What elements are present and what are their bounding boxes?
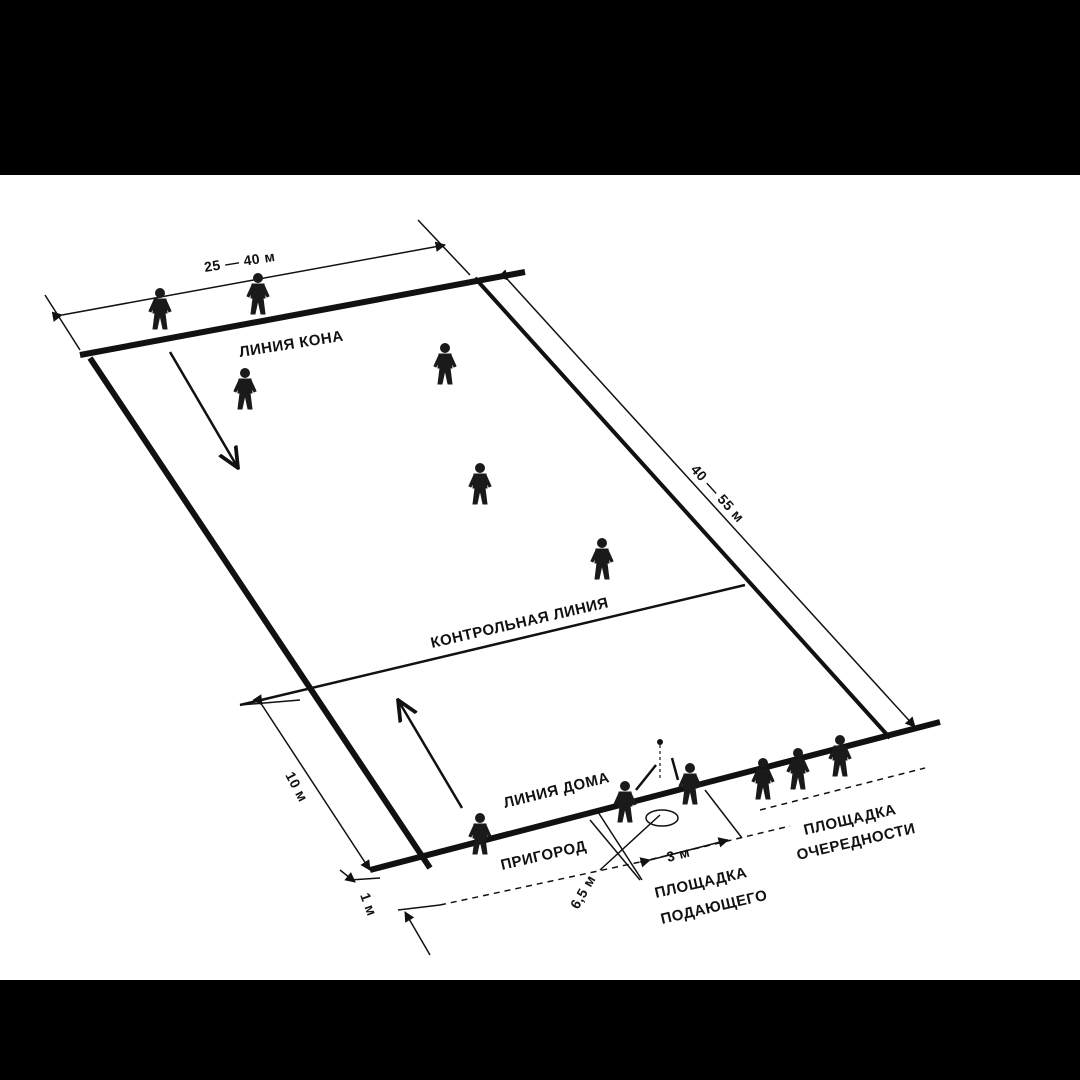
direction-arrow-up [398, 700, 464, 809]
ten-m-dim-line [252, 694, 371, 871]
six-five-m-tick [589, 819, 641, 881]
suburb-dashed-line [439, 861, 641, 906]
one-m-arrow-bottom [404, 911, 431, 956]
server-area-left-edge [597, 811, 643, 881]
left-sideline [87, 356, 433, 870]
three-m-line [639, 837, 730, 868]
three-m-label: 3 м [665, 844, 692, 865]
server-circle [645, 809, 679, 827]
bat-icon [670, 757, 680, 781]
ball-icon [657, 739, 663, 745]
width-ext-left [44, 294, 81, 351]
one-m-label: 1 м [357, 891, 380, 919]
six-five-m-line [599, 814, 661, 871]
length-dim-line [497, 269, 916, 728]
direction-arrow-down [168, 351, 238, 468]
server-area-right-edge [704, 789, 743, 839]
one-m-arrow-top [339, 869, 356, 883]
one-m-ext-2 [397, 904, 441, 911]
bat-icon [635, 764, 657, 791]
